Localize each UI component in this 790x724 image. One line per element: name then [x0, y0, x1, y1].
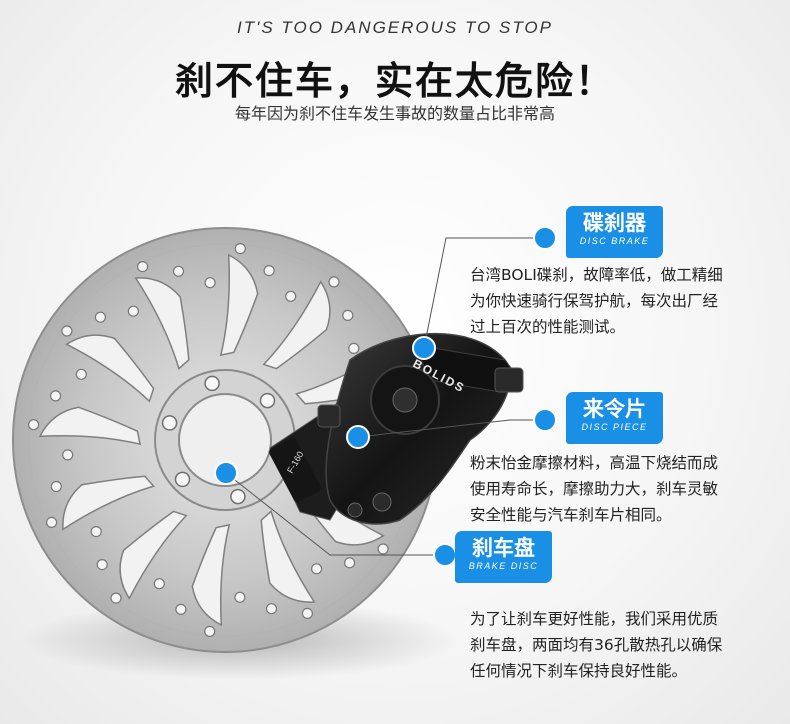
badge-dot-disc-piece [533, 408, 557, 432]
rotor-vent-hole [75, 368, 87, 380]
description-disc-piece: 粉末怡金摩擦材料，高温下烧结而成 使用寿命长，摩擦助力大，刹车灵敏 安全性能与汽… [470, 450, 718, 528]
rotor-vent-hole [61, 325, 73, 337]
marker-dot-disc-brake [412, 336, 436, 360]
rotor-cutout [134, 277, 190, 370]
rotor-vent-hole [137, 261, 149, 273]
rotor-vent-hole [342, 309, 354, 321]
rotor-vent-hole [90, 525, 102, 538]
badge-label-cn: 碟刹器 [583, 211, 646, 235]
rotor-vent-hole [45, 516, 58, 529]
rotor-vent-hole [348, 342, 360, 354]
rotor-cutout [191, 523, 231, 627]
marker-dot-disc-piece [346, 425, 370, 449]
rotor-vent-hole [204, 277, 216, 289]
rotor-bolt-hole [174, 471, 191, 488]
rotor-vent-hole [263, 265, 275, 277]
marker-dot-brake-disc [214, 461, 238, 485]
badge-label-en: DISC PIECE [581, 422, 648, 432]
badge-dot-brake-disc [433, 543, 457, 567]
page-subtitle: 每年因为刹不住车发生事故的数量占比非常高 [234, 104, 555, 123]
badge-label-en: DISC BRAKE [579, 236, 650, 246]
callout-line-brake-disc [225, 472, 445, 556]
rotor-vent-hole [377, 543, 389, 555]
description-line: 为了让刹车更好性能，我们采用优质 [470, 610, 719, 628]
rotor-cutout [262, 280, 331, 370]
rotor-vent-hole [234, 591, 246, 603]
rotor-bolt-hole [230, 488, 246, 505]
badge-dot-disc-brake [533, 226, 557, 250]
rotor-vent-hole [96, 558, 108, 571]
rotor-vent-hole [172, 265, 185, 277]
rotor-bolt-hole [204, 375, 220, 392]
rotor-vent-hole [265, 603, 278, 615]
rotor-vent-hole [204, 625, 216, 638]
badge-label-cn: 刹车盘 [472, 536, 535, 560]
description-line: 刹车盘，两面均有36孔散热孔以确保 [470, 636, 723, 654]
brake-caliper [269, 333, 524, 525]
rotor-vent-hole [301, 607, 313, 620]
page-title: 刹不住车，实在太危险！ [174, 59, 615, 103]
rotor-vent-hole [50, 480, 62, 493]
description-line: 过上百次的性能测试。 [470, 318, 626, 336]
rotor-vent-hole [311, 563, 323, 575]
description-line: 任何情况下刹车保持良好性能。 [470, 662, 688, 680]
badge-label-cn: 来令片 [583, 397, 646, 421]
rotor-bolt-hole [259, 392, 276, 409]
description-line: 粉末怡金摩擦材料，高温下烧结而成 [470, 454, 719, 472]
rotor-cutout [219, 253, 259, 357]
badge-brake-disc: 刹车盘 BRAKE DISC [455, 531, 552, 583]
rotor-vent-hole [27, 419, 40, 431]
rotor-vent-hole [328, 276, 340, 288]
badge-disc-brake: 碟刹器 DISC BRAKE [566, 206, 663, 258]
rotor-cutout [65, 334, 155, 403]
description-disc-brake: 台湾BOLI碟刹，故障率低，做工精细 为你快速骑行保驾护航，每次出厂经 过上百次… [470, 262, 723, 340]
description-line: 使用寿命长，摩擦助力大，刹车灵敏 [470, 480, 719, 498]
rotor-cutout [119, 510, 188, 600]
rotor-vent-hole [234, 243, 246, 255]
rotor-vent-hole [285, 290, 297, 302]
english-tagline: IT'S TOO DANGEROUS TO STOP [237, 18, 553, 37]
badge-label-en: BRAKE DISC [468, 561, 539, 571]
description-line: 为你快速骑行保驾护航，每次出厂经 [470, 292, 719, 310]
rotor-cutout [260, 510, 316, 603]
rotor-vent-hole [110, 592, 122, 604]
rotor-vent-hole [94, 311, 107, 323]
rotor-bolt-hole [161, 415, 178, 431]
description-brake-disc: 为了让刹车更好性能，我们采用优质 刹车盘，两面均有36孔散热孔以确保 任何情况下… [470, 606, 722, 684]
rotor-vent-hole [175, 603, 187, 616]
description-line: 安全性能与汽车刹车片相同。 [470, 506, 672, 524]
description-line: 台湾BOLI碟刹，故障率低，做工精细 [470, 266, 723, 284]
badge-disc-piece: 来令片 DISC PIECE [566, 392, 663, 444]
rotor-vent-hole [62, 449, 74, 461]
rotor-cutout [62, 475, 155, 531]
rotor-vent-hole [153, 578, 165, 590]
callout-line-disc-brake [423, 237, 545, 349]
rotor-vent-hole [344, 557, 356, 569]
rotor-vent-hole [127, 305, 139, 317]
rotor-cutout [38, 406, 142, 446]
rotor-vent-hole [49, 390, 62, 402]
